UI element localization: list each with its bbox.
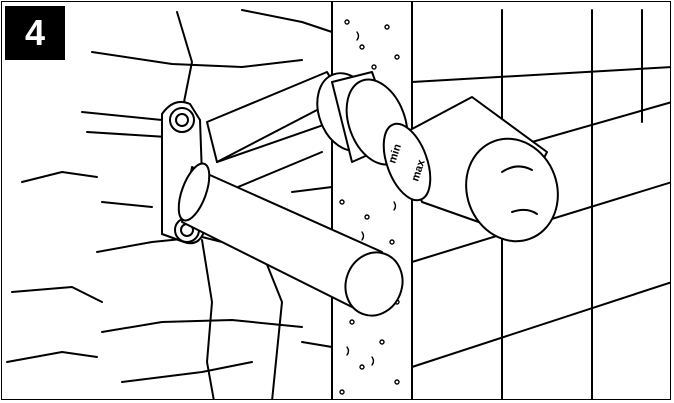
step-number-badge: 4 [5,6,65,60]
thermostat-cap[interactable] [375,96,573,254]
handle-grip [177,162,404,317]
wall-channel [331,2,413,399]
min-label: min [386,142,404,165]
